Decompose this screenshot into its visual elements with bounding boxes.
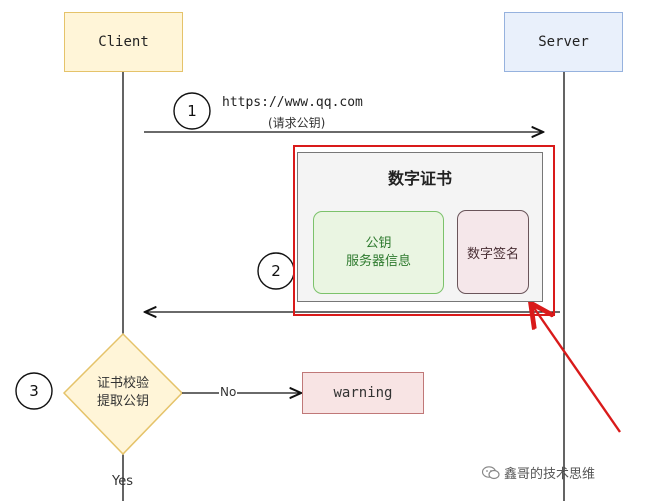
wechat-icon [481,465,500,480]
warning-box: warning [302,372,424,414]
server-box: Server [504,12,623,72]
public-key-label: 公钥 [365,235,392,251]
step3-number: 3 [29,382,39,400]
watermark-text: 鑫哥的技术思维 [504,467,596,482]
client-box: Client [64,12,183,72]
decision-line2: 提取公钥 [96,394,149,409]
server-info-label: 服务器信息 [345,253,411,269]
signature-label: 数字签名 [466,246,519,262]
decision-line1: 证书校验 [96,376,149,391]
client-label: Client [98,34,149,50]
signature-box: 数字签名 [457,210,529,294]
warning-label: warning [333,385,393,401]
step1-number: 1 [187,102,197,120]
red-pointer-arrow [532,305,621,433]
decision-diamond [62,332,184,456]
request-note: (请求公钥) [268,116,326,130]
certificate-title: 数字证书 [387,169,452,188]
decision-text: 证书校验 提取公钥 [74,372,172,414]
watermark: 鑫哥的技术思维 [481,463,596,482]
step2-number: 2 [271,262,281,280]
certificate-highlight [293,145,555,316]
step3-circle [15,372,53,410]
yes-label: Yes [112,474,133,489]
request-url: https://www.qq.com [222,95,363,110]
public-key-box: 公钥 服务器信息 [313,211,444,294]
no-label: No [219,385,238,399]
server-label: Server [538,34,589,50]
step1-circle [173,92,211,130]
